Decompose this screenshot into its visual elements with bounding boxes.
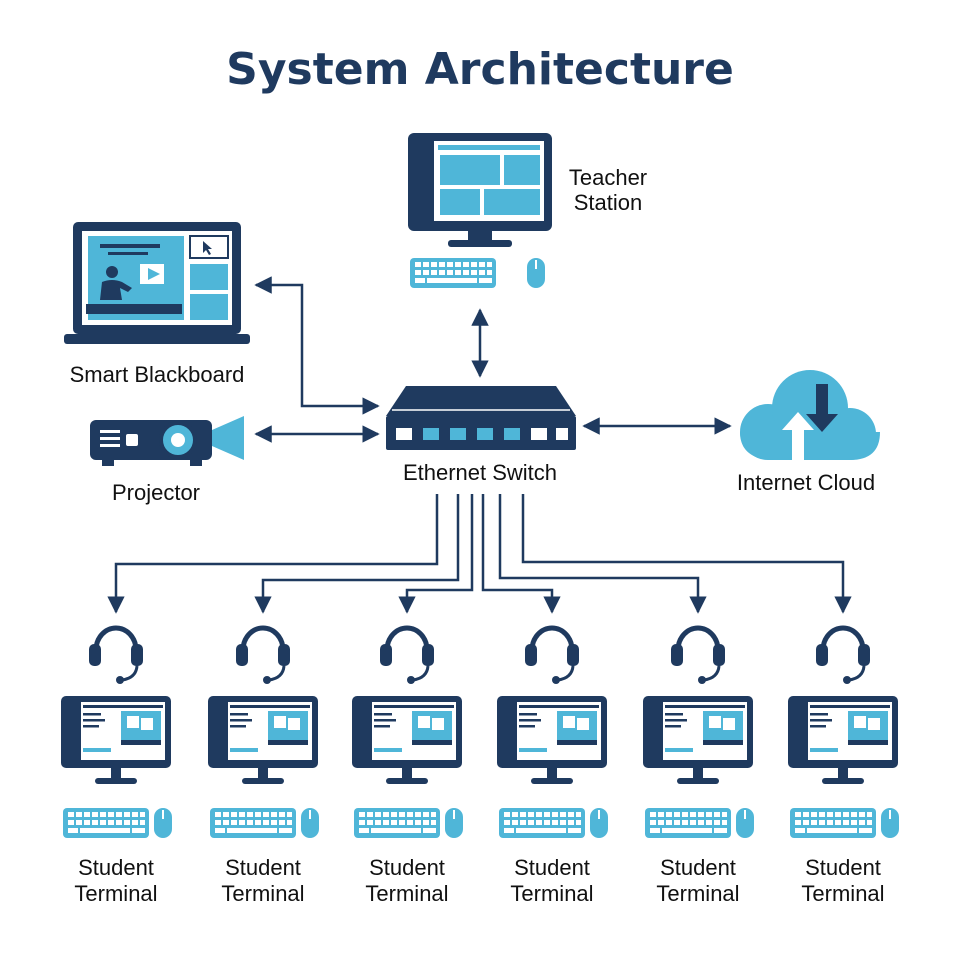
student-label-line1: Student — [225, 855, 301, 880]
student-terminal[interactable]: Student Terminal — [497, 628, 609, 906]
student-label-line2: Terminal — [74, 881, 157, 906]
keyboard-icon — [790, 808, 876, 838]
mouse-icon — [589, 807, 609, 839]
student-terminal[interactable]: Student Terminal — [61, 628, 173, 906]
monitor-icon — [497, 696, 607, 784]
keyboard-icon — [410, 258, 496, 288]
internet-cloud-label: Internet Cloud — [737, 470, 875, 495]
mouse-icon — [300, 807, 320, 839]
keyboard-icon — [210, 808, 296, 838]
monitor-icon — [352, 696, 462, 784]
switch-icon — [386, 386, 576, 450]
student-label-line1: Student — [660, 855, 736, 880]
link-switch-student-6 — [521, 494, 852, 614]
laptop-icon — [64, 222, 250, 344]
ethernet-switch[interactable]: Ethernet Switch — [386, 386, 576, 485]
mouse-icon — [444, 807, 464, 839]
student-label-line2: Terminal — [365, 881, 448, 906]
cloud-icon — [740, 370, 880, 460]
student-label-line1: Student — [514, 855, 590, 880]
connectors — [107, 276, 852, 614]
monitor-icon — [61, 696, 171, 784]
keyboard-icon — [63, 808, 149, 838]
student-terminal[interactable]: Student Terminal — [788, 628, 900, 906]
monitor-icon — [408, 133, 552, 247]
headset-icon — [89, 628, 143, 684]
student-label-line2: Terminal — [221, 881, 304, 906]
monitor-icon — [788, 696, 898, 784]
ethernet-switch-label: Ethernet Switch — [403, 460, 557, 485]
monitor-icon — [208, 696, 318, 784]
teacher-station-label-line1: Teacher — [569, 165, 647, 190]
link-switch-student-5 — [498, 494, 707, 614]
student-label-line1: Student — [78, 855, 154, 880]
mouse-icon — [880, 807, 900, 839]
student-label-line1: Student — [369, 855, 445, 880]
student-label-line2: Terminal — [801, 881, 884, 906]
student-label-line2: Terminal — [656, 881, 739, 906]
link-switch-student-2 — [254, 494, 460, 614]
student-label-line2: Terminal — [510, 881, 593, 906]
keyboard-icon — [354, 808, 440, 838]
page-title: System Architecture — [226, 44, 734, 95]
headset-icon — [380, 628, 434, 684]
student-terminal[interactable]: Student Terminal — [352, 628, 464, 906]
keyboard-icon — [645, 808, 731, 838]
headset-icon — [525, 628, 579, 684]
student-terminal[interactable]: Student Terminal — [208, 628, 320, 906]
headset-icon — [671, 628, 725, 684]
mouse-icon — [526, 257, 546, 289]
headset-icon — [816, 628, 870, 684]
link-switch-student-1 — [107, 494, 439, 614]
link-switch-student-3 — [398, 494, 474, 614]
link-switch-student-4 — [481, 494, 561, 614]
student-terminal[interactable]: Student Terminal — [643, 628, 755, 906]
smart-blackboard-label: Smart Blackboard — [70, 362, 245, 387]
mouse-icon — [735, 807, 755, 839]
mouse-icon — [153, 807, 173, 839]
smart-blackboard[interactable]: Smart Blackboard — [64, 222, 250, 387]
projector[interactable]: Projector — [90, 416, 244, 505]
internet-cloud[interactable]: Internet Cloud — [737, 370, 880, 495]
projector-icon — [90, 416, 244, 466]
teacher-station[interactable]: Teacher Station — [408, 133, 647, 289]
keyboard-icon — [499, 808, 585, 838]
monitor-icon — [643, 696, 753, 784]
student-label-line1: Student — [805, 855, 881, 880]
link-blackboard-switch — [254, 276, 380, 415]
projector-label: Projector — [112, 480, 200, 505]
headset-icon — [236, 628, 290, 684]
teacher-station-label-line2: Station — [574, 190, 643, 215]
